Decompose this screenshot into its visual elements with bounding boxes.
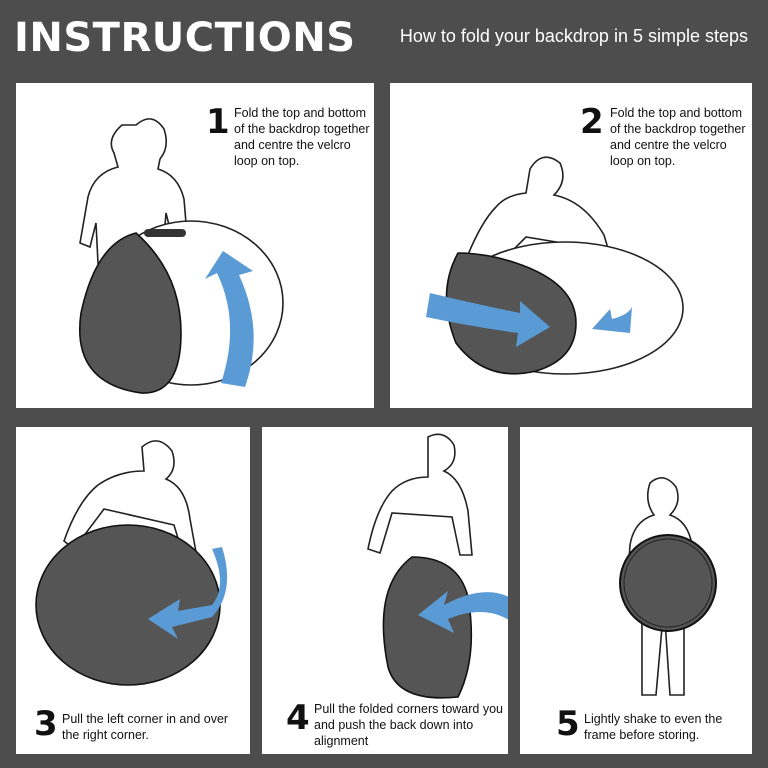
step-1-panel: 1 Fold the top and bottom of the backdro…: [16, 83, 374, 408]
step-4-text: Pull the folded corners toward you and p…: [314, 702, 503, 748]
step-3-illustration: [35, 440, 228, 686]
step-2-text: Fold the top and bottom of the backdrop …: [610, 106, 746, 168]
step-1-illustration: [79, 118, 284, 394]
page-subtitle: How to fold your backdrop in 5 simple st…: [399, 26, 748, 46]
step-3-number: 3: [34, 704, 58, 744]
step-2-illustration: [426, 156, 684, 375]
step-4-number: 4: [286, 698, 310, 738]
step-5-text: Lightly shake to even the frame before s…: [584, 712, 723, 742]
step-1-text: Fold the top and bottom of the backdrop …: [234, 106, 370, 168]
step-1-number: 1: [206, 102, 230, 142]
step-3-text: Pull the left corner in and over the rig…: [62, 712, 229, 742]
step-2-number: 2: [580, 102, 604, 142]
step-5-panel: 5 Lightly shake to even the frame before…: [520, 427, 752, 754]
step-4-illustration: [367, 433, 508, 699]
step-2-panel: 2 Fold the top and bottom of the backdro…: [390, 83, 752, 408]
step-3-panel: 3 Pull the left corner in and over the r…: [16, 427, 250, 754]
page-title: INSTRUCTIONS: [14, 15, 356, 61]
step-5-illustration: [619, 477, 717, 696]
step-4-panel: 4 Pull the folded corners toward you and…: [262, 427, 508, 754]
step-5-number: 5: [556, 704, 580, 744]
